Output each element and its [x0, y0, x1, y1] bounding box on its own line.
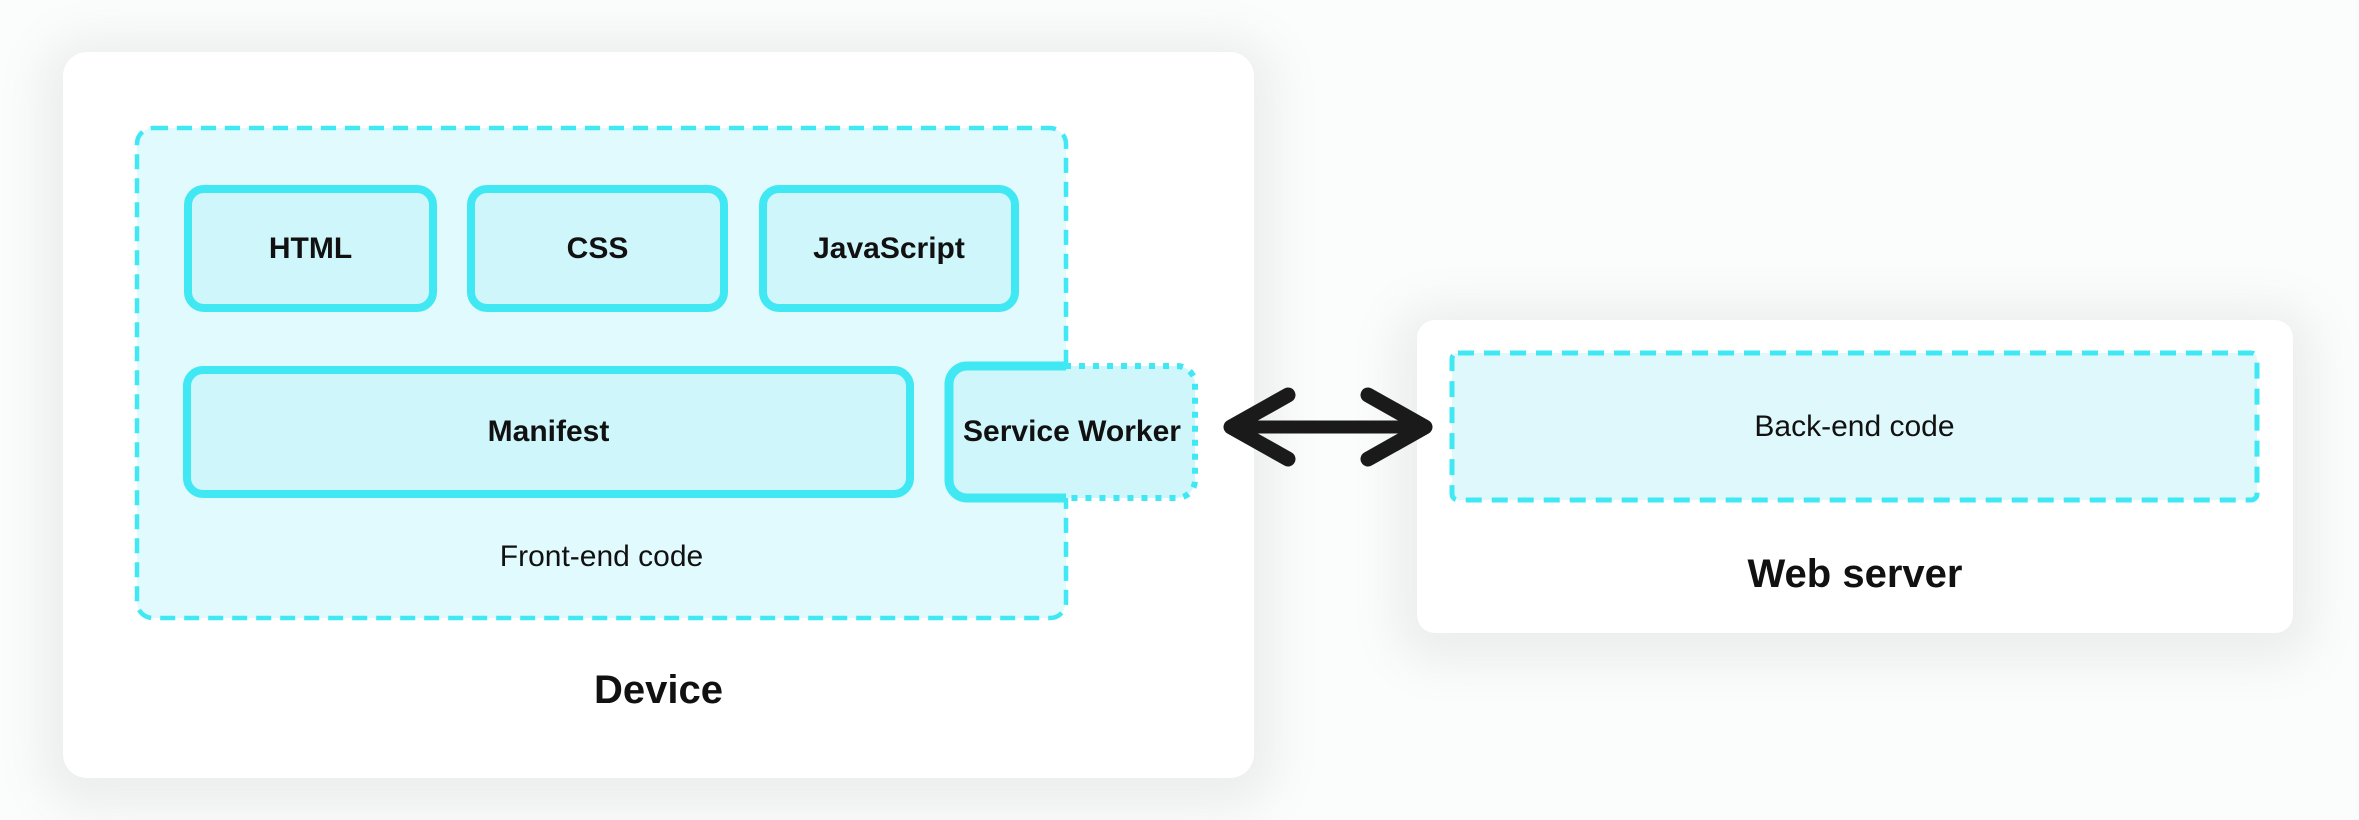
double-headed-arrow-icon: [1223, 387, 1433, 467]
html-node: HTML: [184, 185, 437, 312]
frontend-code-label: Front-end code: [499, 540, 704, 573]
backend-code-label: Back-end code: [1754, 409, 1955, 443]
service-worker-label: Service Worker: [963, 414, 1181, 448]
web-server-label: Web server: [1747, 552, 1963, 596]
device-label: Device: [594, 668, 723, 712]
manifest-node: Manifest: [183, 366, 914, 498]
css-node: CSS: [467, 185, 728, 312]
javascript-node: JavaScript: [759, 185, 1019, 312]
